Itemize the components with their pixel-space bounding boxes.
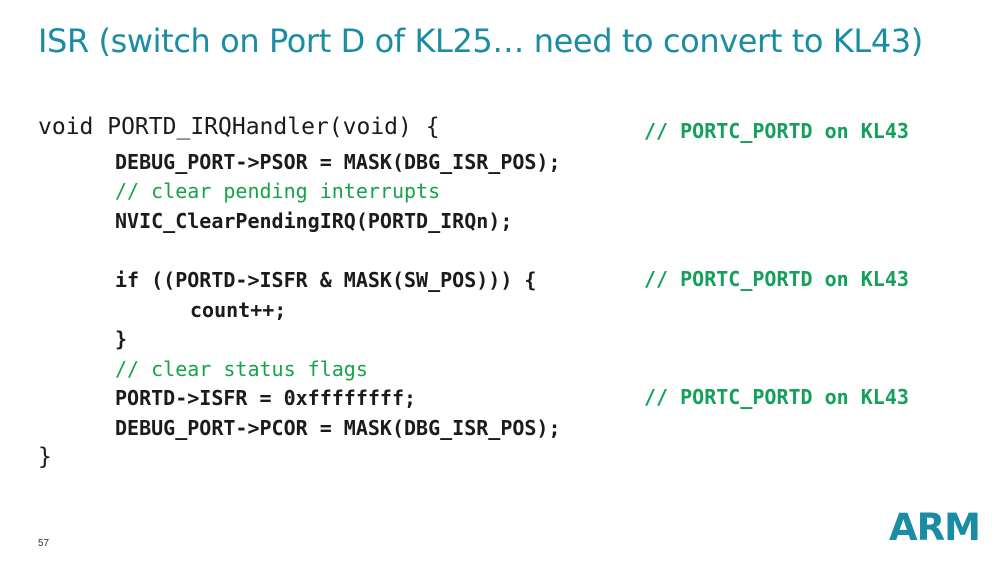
code-comment-clear-status: // clear status flags xyxy=(115,357,368,381)
slide-title: ISR (switch on Port D of KL25… need to c… xyxy=(38,22,923,60)
page-number: 57 xyxy=(38,538,50,549)
side-comment-if: // PORTC_PORTD on KL43 xyxy=(644,267,909,291)
code-line-function-signature: void PORTD_IRQHandler(void) { xyxy=(38,114,440,140)
arm-logo: ARM xyxy=(889,506,981,549)
code-line-if-isfr: if ((PORTD->ISFR & MASK(SW_POS))) { xyxy=(115,268,537,292)
code-line-if-close: } xyxy=(115,327,128,351)
code-line-nvic-clear: NVIC_ClearPendingIRQ(PORTD_IRQn); xyxy=(115,209,513,233)
code-line-isfr-assign: PORTD->ISFR = 0xffffffff; xyxy=(115,386,417,410)
code-line-count: count++; xyxy=(190,298,287,322)
code-line-function-close: } xyxy=(38,444,52,470)
code-line-debug-psor: DEBUG_PORT->PSOR = MASK(DBG_ISR_POS); xyxy=(115,150,561,174)
code-comment-clear-pending: // clear pending interrupts xyxy=(115,179,441,203)
side-comment-signature: // PORTC_PORTD on KL43 xyxy=(644,119,909,143)
side-comment-isfr: // PORTC_PORTD on KL43 xyxy=(644,385,909,409)
code-line-debug-pcor: DEBUG_PORT->PCOR = MASK(DBG_ISR_POS); xyxy=(115,416,561,440)
